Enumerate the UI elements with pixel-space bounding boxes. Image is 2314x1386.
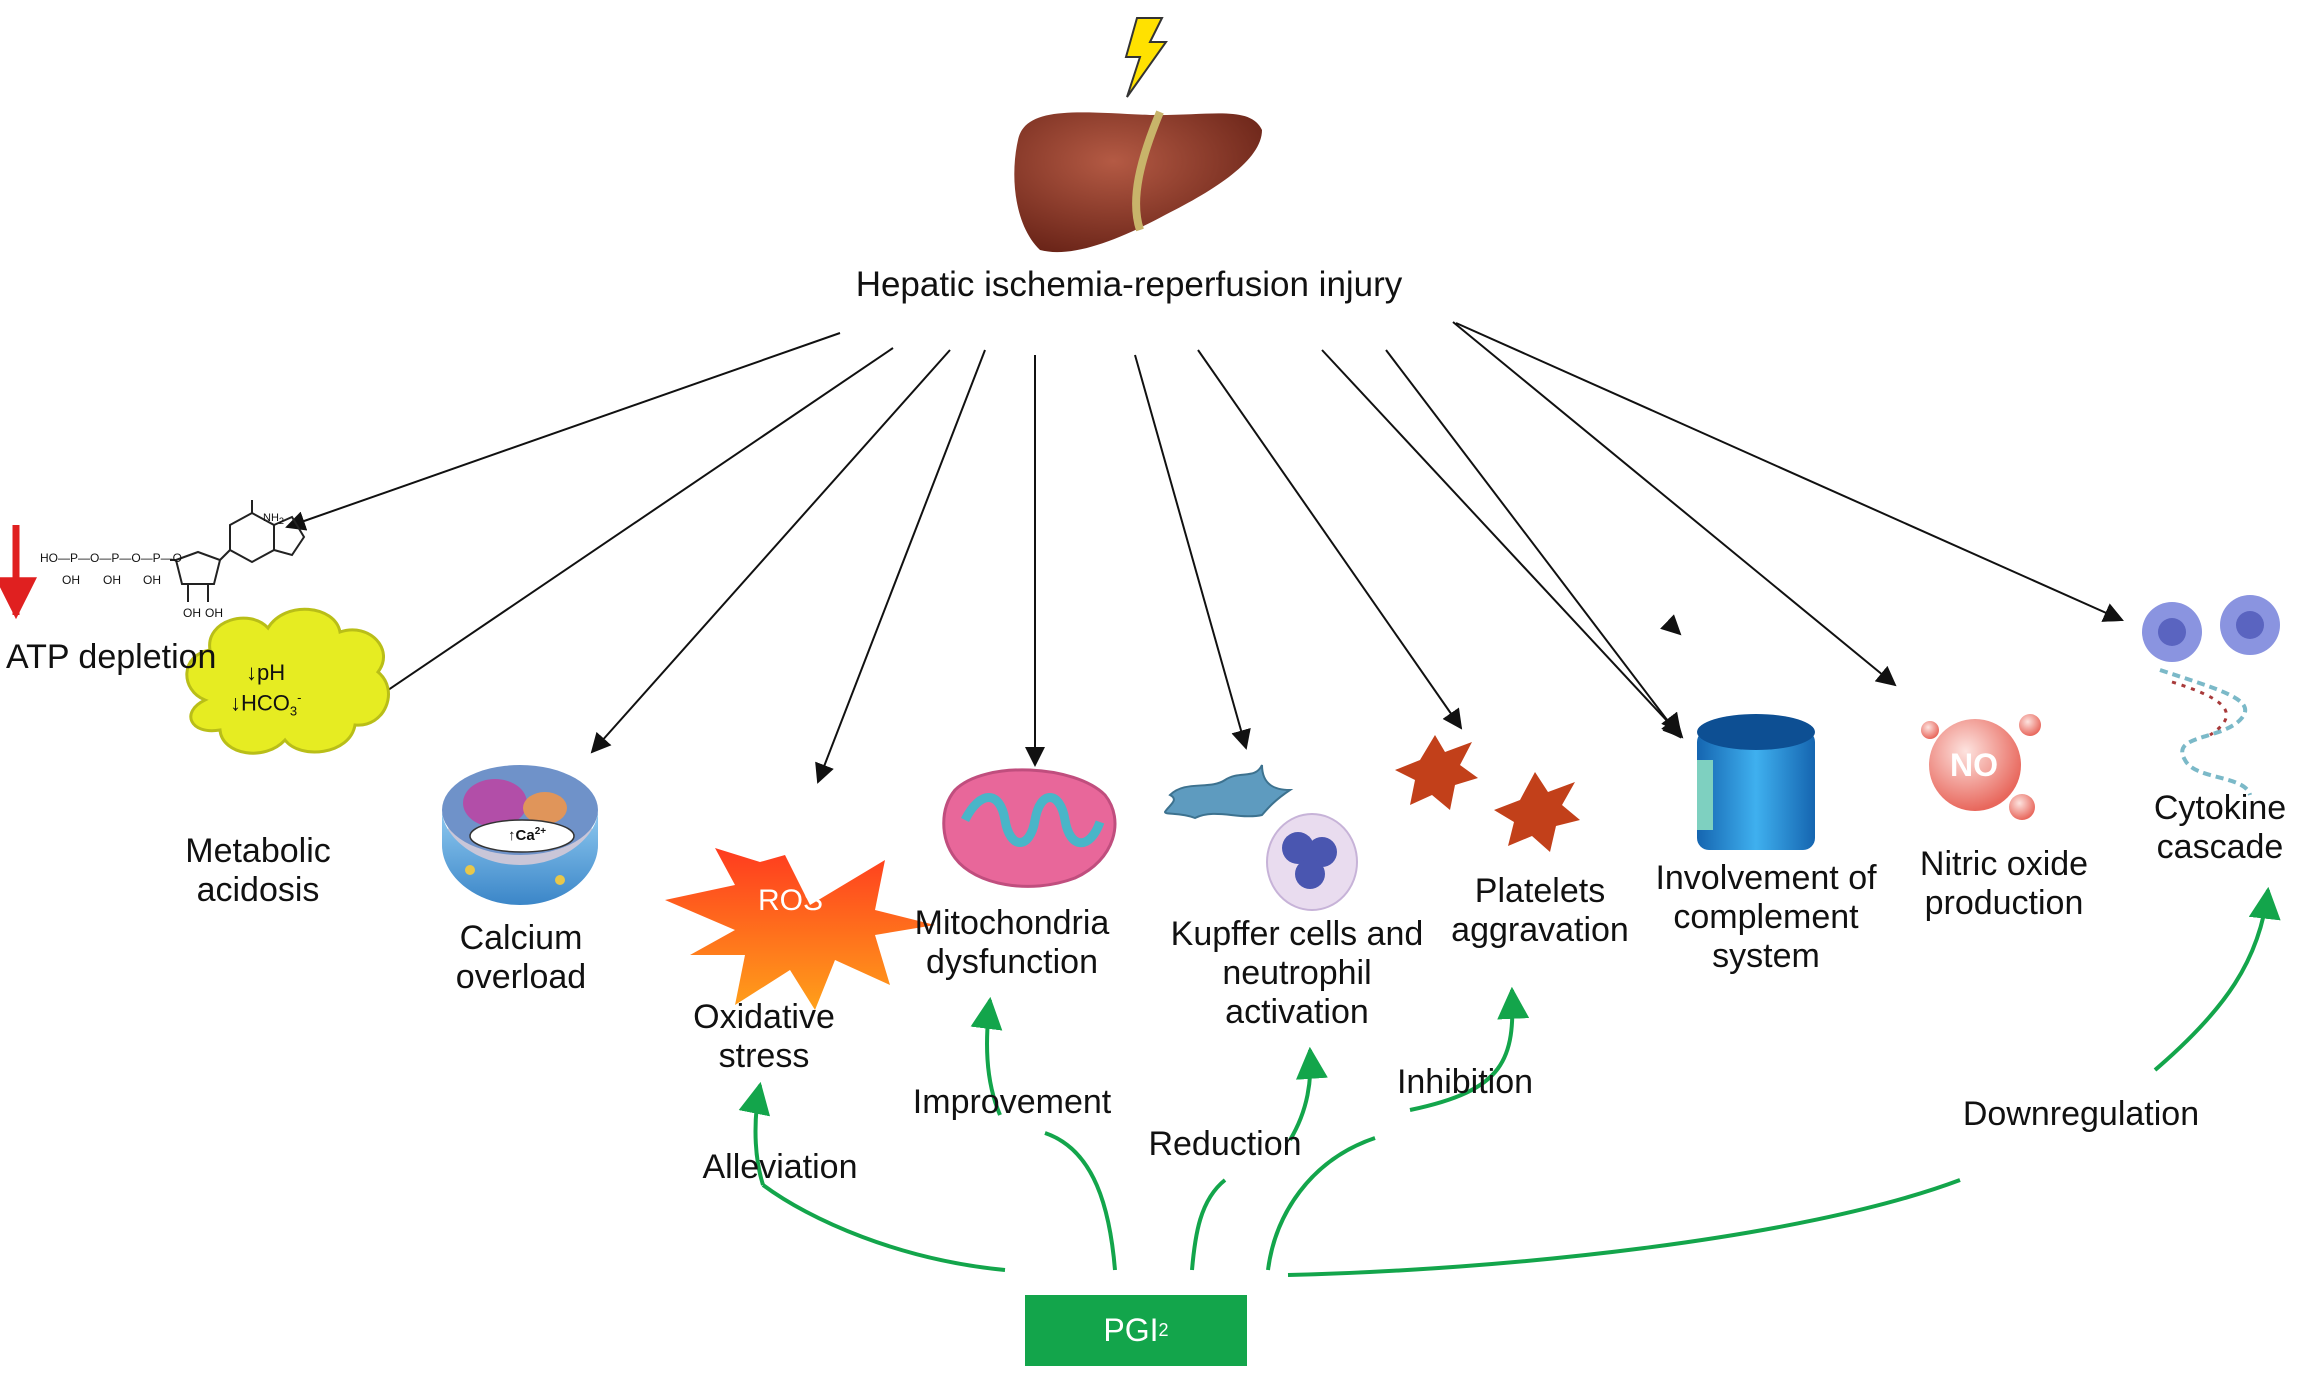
injury-arrows [285, 321, 2124, 784]
diagram-title: Hepatic ischemia-reperfusion injury [855, 265, 1403, 304]
neutrophil-icon [1266, 813, 1358, 911]
pgi2-arrows [738, 886, 2281, 1277]
kupffer-cell-icon [1163, 764, 1294, 820]
pgi2-subscript: 2 [1158, 1320, 1169, 1340]
downregulation-label: Downregulation [1962, 1095, 2200, 1133]
atp-amine-label: NH2 [263, 512, 284, 527]
no-label: NO [1950, 747, 1998, 783]
calcium-marker: ↑Ca2+ [508, 826, 547, 844]
atp-molecule-icon [0, 500, 306, 620]
atp-oh-3: OH [143, 573, 161, 587]
alleviation-label: Alleviation [702, 1148, 858, 1186]
atp-ring-oh-2: OH [205, 606, 223, 620]
ros-burst-icon [665, 848, 935, 1010]
mitochondria-icon [942, 768, 1117, 888]
atp-depletion-label: ATP depletion [6, 638, 217, 676]
platelet-icon [1395, 735, 1580, 852]
ros-label: ROS [758, 884, 824, 917]
acidosis-cloud-icon [185, 607, 390, 755]
improvement-label: Improvement [912, 1083, 1112, 1121]
inhibition-label: Inhibition [1396, 1063, 1534, 1101]
acidosis-ph-marker: ↓pH [246, 660, 286, 685]
liver-icon [1014, 110, 1262, 253]
cytokine-icon [2142, 595, 2280, 796]
atp-chain-label: HO—P—O—P—O—P—O [40, 551, 183, 565]
cell-icon [442, 765, 598, 905]
pgi2-label: PGI [1103, 1312, 1159, 1348]
acidosis-hco3-marker: ↓HCO3- [230, 690, 302, 719]
atp-oh-1: OH [62, 573, 80, 587]
lightning-icon [1124, 17, 1168, 98]
complement-channel-icon [1697, 714, 1815, 850]
nitric-oxide-icon [1921, 714, 2041, 820]
atp-oh-2: OH [103, 573, 121, 587]
atp-ring-oh-1: OH [183, 606, 201, 620]
reduction-label: Reduction [1148, 1125, 1302, 1163]
